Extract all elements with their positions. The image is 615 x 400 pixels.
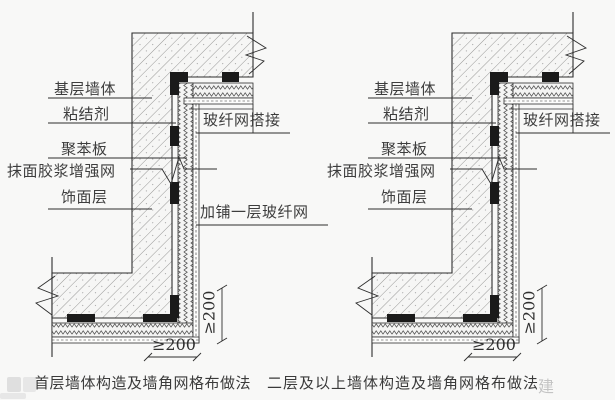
caption-left: 首层墙体构造及墙角网格布做法: [34, 375, 252, 392]
label-finish-coat-right: 饰面层: [381, 189, 428, 206]
wall-detail-drawing: [35, 11, 611, 362]
label-render-mesh-right: 抹面胶浆增强网: [327, 163, 436, 180]
label-mesh-overlap-right: 玻纤网搭接: [523, 112, 601, 129]
dimension-vertical-right: ≥200: [519, 290, 539, 335]
label-eps-board-right: 聚苯板: [381, 141, 428, 158]
dimension-horizontal-left: ≥200: [152, 335, 196, 354]
label-finish-coat-left: 饰面层: [61, 189, 108, 206]
dimension-vertical-left: ≥200: [199, 290, 219, 335]
label-adhesive-left: 粘结剂: [63, 106, 110, 123]
label-adhesive-right: 粘结剂: [383, 106, 430, 123]
diagram-left: [35, 11, 291, 362]
label-base-wall-right: 基层墙体: [374, 81, 437, 98]
label-base-wall-left: 基层墙体: [54, 81, 117, 98]
label-eps-board-left: 聚苯板: [61, 141, 108, 158]
caption-right: 二层及以上墙体构造及墙角网格布做法: [267, 375, 540, 392]
watermark-blob: [0, 393, 26, 399]
label-mesh-overlap-left: 玻纤网搭接: [203, 112, 281, 129]
watermark-blob: [23, 377, 36, 392]
watermark-blob: [7, 377, 21, 392]
label-extra-mesh-left: 加铺一层玻纤网: [200, 204, 309, 221]
dimension-horizontal-right: ≥200: [472, 335, 516, 354]
label-render-mesh-left: 抹面胶浆增强网: [7, 163, 116, 180]
watermark-text: 建: [538, 379, 555, 396]
diagram-right: [355, 11, 611, 362]
